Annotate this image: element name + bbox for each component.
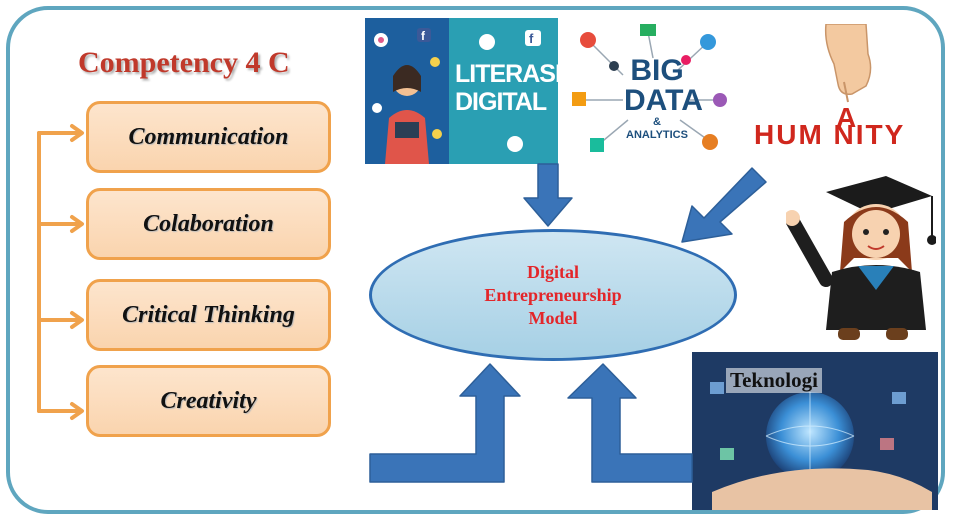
competency-creativity: Creativity <box>86 365 331 437</box>
competency-critical-thinking: Critical Thinking <box>86 279 331 351</box>
person-illustration: f <box>365 18 449 164</box>
facebook-icon <box>417 28 431 42</box>
hand-icon <box>824 24 872 103</box>
diagram-title: Competency 4 C <box>78 46 290 79</box>
humanity-text: HUM NITY <box>754 119 906 150</box>
teknologi-image: Teknologi <box>692 352 938 510</box>
arrow-from-humanity <box>681 167 767 243</box>
big-data-line-3: & ANALYTICS <box>626 116 688 141</box>
teknologi-label: Teknologi <box>726 368 822 393</box>
svg-text:f: f <box>421 29 426 43</box>
data-icons-cluster <box>572 24 727 152</box>
arrow-bottom-left <box>369 363 521 483</box>
big-data-line-2: DATA <box>624 84 703 117</box>
svg-text:f: f <box>529 31 534 46</box>
graduate-cartoon-icon <box>786 162 936 348</box>
literasi-line-2: DIGITAL <box>455 88 547 116</box>
big-data-image: BIG DATA & ANALYTICS <box>568 20 734 160</box>
arrow-from-literasi <box>523 163 573 227</box>
big-data-text: BIG DATA & ANALYTICS <box>624 54 703 142</box>
competency-communication: Communication <box>86 101 331 173</box>
literasi-digital-image: f f LITERASI DIGITAL <box>365 18 558 164</box>
humanity-letter-a: A <box>836 102 857 133</box>
literasi-line-1: LITERASI <box>455 60 558 88</box>
humanity-image: A HUM NITY <box>748 24 944 154</box>
digital-entrepreneurship-model-ellipse: Digital Entrepreneurship Model <box>369 229 737 361</box>
big-data-line-1: BIG <box>630 54 684 87</box>
arrow-bottom-right <box>567 363 693 483</box>
center-line-2: Entrepreneurship <box>484 284 622 305</box>
competency-colaboration: Colaboration <box>86 188 331 260</box>
center-model-label: Digital Entrepreneurship Model <box>484 261 621 330</box>
center-line-3: Model <box>528 307 578 328</box>
literasi-digital-text: LITERASI DIGITAL <box>455 60 558 116</box>
center-line-1: Digital <box>526 261 579 282</box>
